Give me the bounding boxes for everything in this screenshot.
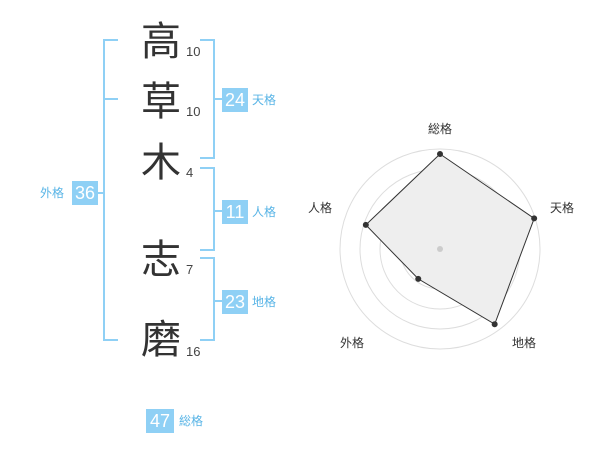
radar-ring: [339, 148, 541, 350]
name-char-5: 磨: [141, 317, 181, 363]
jinkaku-bracket: [200, 167, 215, 251]
radar-point: [491, 321, 498, 328]
stroke-count-1: 10: [186, 44, 201, 59]
stroke-count-5: 16: [186, 344, 201, 359]
radar-label-soukaku: 総格: [428, 121, 452, 136]
name-char-1: 高: [141, 19, 181, 65]
radar-label-gaikaku: 外格: [340, 335, 364, 350]
radar-point: [415, 275, 422, 282]
radar-label-chikaku: 地格: [512, 335, 536, 350]
gaikaku-label: 外格: [40, 186, 65, 200]
soukaku-label: 総格: [179, 414, 204, 428]
stroke-count-3: 4: [186, 165, 194, 180]
radar-point: [362, 221, 369, 228]
name-char-4: 志: [141, 237, 181, 283]
radar-area: [365, 153, 535, 325]
tenkaku-label: 天格: [252, 93, 277, 107]
name-char-2: 草: [141, 79, 181, 125]
radar-point: [531, 215, 538, 222]
radar-points: [362, 151, 538, 328]
soukaku-value-badge: 47: [146, 409, 174, 433]
jinkaku-label: 人格: [252, 205, 277, 219]
jinkaku-value-badge: 11: [222, 200, 248, 224]
radar-center-dot: [437, 246, 443, 252]
radar-point: [437, 151, 443, 157]
stroke-count-2: 10: [186, 104, 201, 119]
chikaku-value-badge: 23: [222, 290, 248, 314]
radar-label-jinkaku: 人格: [308, 200, 332, 215]
chikaku-label: 地格: [252, 295, 277, 309]
gaikaku-value-badge: 36: [72, 181, 98, 205]
radar-label-tenkaku: 天格: [550, 200, 574, 215]
name-char-3: 木: [141, 140, 181, 186]
gaikaku-bracket: [103, 39, 118, 341]
tenkaku-value-badge: 24: [222, 88, 248, 112]
stroke-count-4: 7: [186, 262, 194, 277]
chikaku-bracket: [200, 257, 215, 341]
